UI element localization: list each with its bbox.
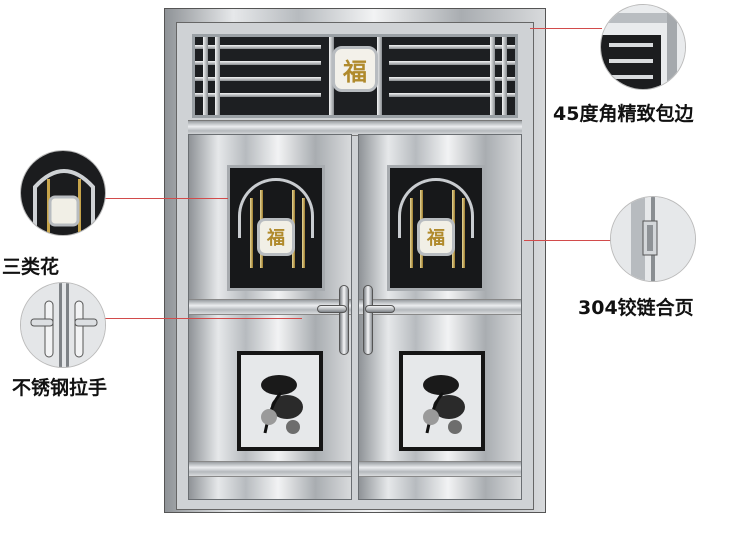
- window-fu-medallion: 福: [417, 218, 455, 256]
- transom-bar: [195, 77, 321, 81]
- transom-bar: [389, 93, 515, 97]
- transom-bar: [389, 77, 515, 81]
- transom-post: [502, 37, 507, 115]
- grille-arch: [238, 178, 314, 238]
- handle-callout-label: 不锈钢拉手: [12, 377, 108, 399]
- gold-bar: [302, 198, 305, 268]
- grille-flower-detail-icon: [21, 151, 105, 235]
- gold-bar: [250, 198, 253, 268]
- left-pull-handle[interactable]: [339, 285, 349, 355]
- handle-detail-icon: [21, 283, 105, 367]
- lotus-relief-icon: [261, 375, 303, 434]
- fu-character: 福: [427, 228, 445, 249]
- transom-rail: [188, 120, 522, 136]
- left-lever[interactable]: [317, 305, 347, 313]
- transom-bar: [195, 61, 321, 65]
- transom-post: [377, 37, 382, 115]
- corner-callout-line: [530, 28, 602, 29]
- transom-grille: 福: [192, 34, 518, 118]
- window-fu-medallion: 福: [257, 218, 295, 256]
- flower-callout-line: [104, 198, 228, 199]
- transom-bar: [389, 61, 515, 65]
- transom-post: [203, 37, 208, 115]
- handle-callout-line: [104, 318, 302, 319]
- left-lotus-panel: [237, 351, 323, 451]
- leaf-rail: [359, 461, 521, 477]
- corner-detail-circle: [600, 4, 686, 90]
- hinge-callout-label: 304铰链合页: [578, 297, 694, 319]
- gold-bar: [410, 198, 413, 268]
- right-pull-handle[interactable]: [363, 285, 373, 355]
- left-door-leaf: 福: [188, 134, 352, 500]
- fu-character: 福: [343, 56, 367, 86]
- frame-corner-detail-icon: [601, 5, 685, 89]
- transom-bar: [195, 93, 321, 97]
- transom-bar: [195, 45, 321, 49]
- transom-post: [215, 37, 220, 115]
- corner-callout-label: 45度角精致包边: [553, 103, 694, 125]
- right-door-leaf: 福: [358, 134, 522, 500]
- leaf-rail: [189, 299, 351, 315]
- transom-fu-medallion: 福: [332, 46, 378, 92]
- hinge-detail-circle: [610, 196, 696, 282]
- leaf-rail: [359, 299, 521, 315]
- left-window-grille: 福: [227, 165, 325, 291]
- transom-bar: [389, 45, 515, 49]
- hinge-detail-icon: [611, 197, 695, 281]
- fu-character: 福: [267, 228, 285, 249]
- leaf-rail: [189, 461, 351, 477]
- handle-detail-circle: [20, 282, 106, 368]
- flower-callout-label: 三类花: [2, 256, 60, 278]
- right-lever[interactable]: [365, 305, 395, 313]
- transom-post: [329, 37, 334, 115]
- right-window-grille: 福: [387, 165, 485, 291]
- gold-bar: [462, 198, 465, 268]
- hinge-callout-line: [524, 240, 612, 241]
- right-lotus-panel: [399, 351, 485, 451]
- grille-arch: [398, 178, 474, 238]
- lotus-relief-icon: [423, 375, 465, 434]
- flower-detail-circle: [20, 150, 106, 236]
- transom-post: [490, 37, 495, 115]
